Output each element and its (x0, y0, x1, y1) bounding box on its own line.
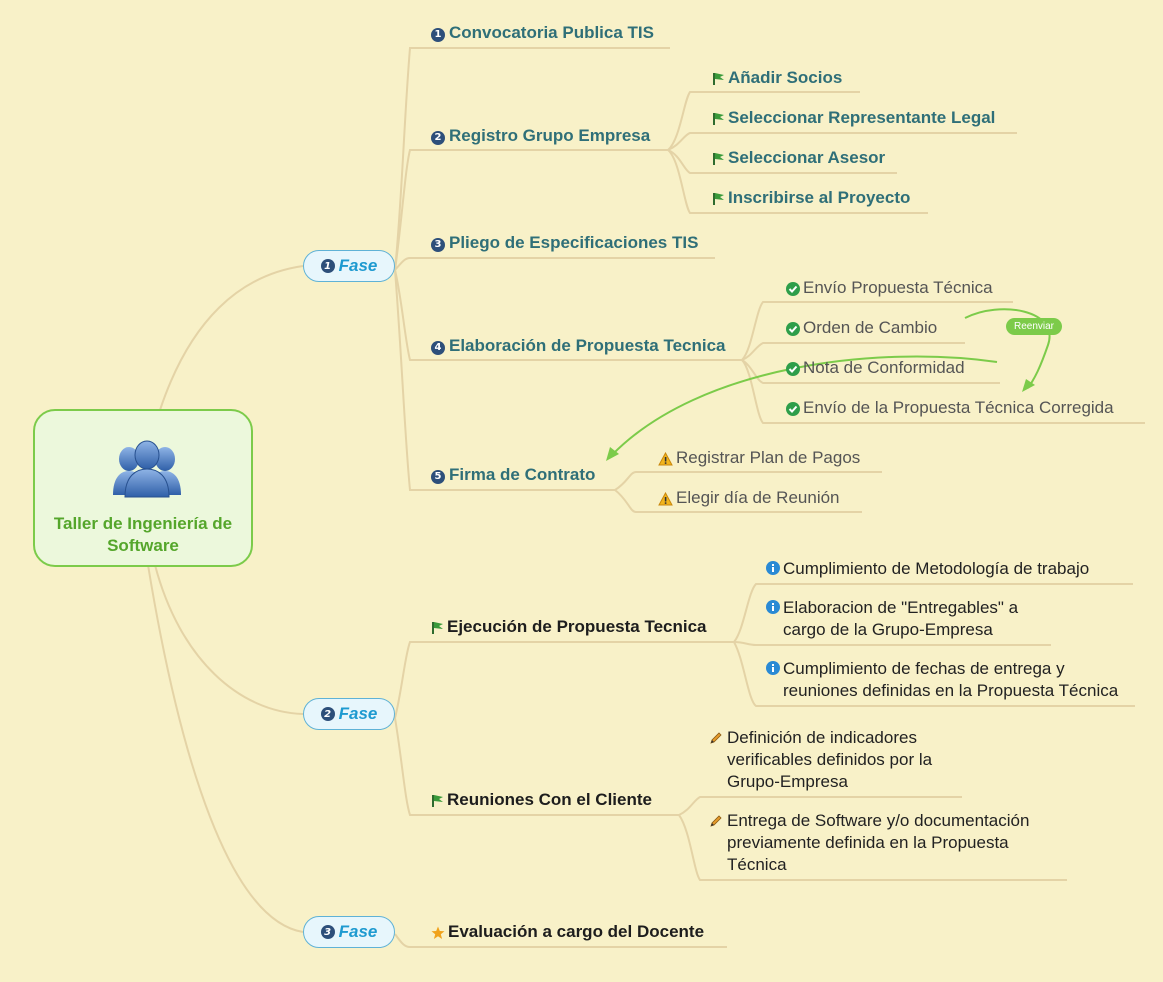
subtopic-label: Registrar Plan de Pagos (676, 448, 861, 467)
subtopic-label: Añadir Socios (728, 68, 843, 87)
topic-label: Pliego de Especificaciones TIS (449, 233, 699, 252)
topic-ejecucion-propuesta[interactable]: Ejecución de Propuesta Tecnica (431, 617, 707, 637)
number-2-icon: 2 (320, 707, 335, 721)
green-flag-icon (713, 72, 724, 85)
warning-icon (658, 491, 673, 506)
subtopic-plan-pagos[interactable]: Registrar Plan de Pagos (658, 448, 860, 468)
number-3-icon: 3 (431, 237, 445, 252)
green-flag-icon (432, 621, 443, 634)
number-1-icon: 1 (320, 259, 335, 273)
root-title: Taller de Ingeniería de Software (53, 514, 233, 555)
subtopic-metodologia[interactable]: Cumplimiento de Metodología de trabajo (766, 558, 1136, 580)
number-4-icon: 4 (431, 340, 445, 355)
subtopic-label: Entrega de Software y/o documentación pr… (727, 811, 1030, 874)
subtopic-label: Envío Propuesta Técnica (803, 278, 993, 297)
root-node[interactable]: Taller de Ingeniería de Software (33, 409, 253, 567)
number-2-icon: 2 (431, 130, 445, 145)
info-icon (766, 561, 780, 575)
topic-label: Reuniones Con el Cliente (447, 790, 652, 809)
relationship-label-reenviar[interactable]: Reenviar (1006, 318, 1062, 335)
green-flag-icon (713, 152, 724, 165)
check-circle-icon (786, 361, 800, 376)
info-icon (766, 600, 780, 614)
number-1-icon: 1 (431, 27, 445, 42)
subtopic-envio-propuesta[interactable]: Envío Propuesta Técnica (786, 278, 993, 298)
number-5-icon: 5 (431, 469, 445, 484)
topic-label: Elaboración de Propuesta Tecnica (449, 336, 726, 355)
subtopic-fechas-entrega[interactable]: Cumplimiento de fechas de entrega y reun… (766, 658, 1146, 702)
info-icon (766, 661, 780, 675)
subtopic-indicadores[interactable]: Definición de indicadores verificables d… (709, 727, 959, 793)
number-3-icon: 3 (320, 925, 335, 939)
subtopic-label: Envío de la Propuesta Técnica Corregida (803, 398, 1114, 417)
pencil-icon (710, 732, 722, 744)
subtopic-entregables[interactable]: Elaboracion de "Entregables" a cargo de … (766, 597, 1056, 641)
topic-label: Evaluación a cargo del Docente (448, 922, 705, 941)
topic-convocatoria[interactable]: 1 Convocatoria Publica TIS (431, 23, 654, 43)
subtopic-inscribirse[interactable]: Inscribirse al Proyecto (712, 188, 910, 208)
phase-3-node[interactable]: 3 Fase (303, 916, 395, 948)
star-icon (431, 926, 445, 939)
subtopic-label: Seleccionar Representante Legal (728, 108, 996, 127)
warning-icon (658, 451, 673, 466)
check-circle-icon (786, 281, 800, 296)
subtopic-representante-legal[interactable]: Seleccionar Representante Legal (712, 108, 995, 128)
subtopic-label: Inscribirse al Proyecto (728, 188, 911, 207)
phase-2-node[interactable]: 2 Fase (303, 698, 395, 730)
topic-reuniones-cliente[interactable]: Reuniones Con el Cliente (431, 790, 652, 810)
green-flag-icon (432, 794, 443, 807)
pencil-icon (710, 815, 722, 827)
subtopic-label: Cumplimiento de Metodología de trabajo (783, 559, 1090, 578)
topic-elaboracion-propuesta[interactable]: 4 Elaboración de Propuesta Tecnica (431, 336, 726, 356)
subtopic-label: Elegir día de Reunión (676, 488, 840, 507)
subtopic-label: Seleccionar Asesor (728, 148, 886, 167)
subtopic-orden-cambio[interactable]: Orden de Cambio (786, 318, 937, 338)
subtopic-entrega-software[interactable]: Entrega de Software y/o documentación pr… (709, 810, 1059, 876)
check-circle-icon (786, 321, 800, 336)
topic-label: Firma de Contrato (449, 465, 596, 484)
subtopic-nota-conformidad[interactable]: Nota de Conformidad (786, 358, 965, 378)
phase-label: Fase (338, 922, 378, 941)
topic-firma-contrato[interactable]: 5 Firma de Contrato (431, 465, 595, 485)
topic-pliego[interactable]: 3 Pliego de Especificaciones TIS (431, 233, 698, 253)
subtopic-label: Cumplimiento de fechas de entrega y reun… (783, 659, 1119, 700)
topic-label: Ejecución de Propuesta Tecnica (447, 617, 707, 636)
subtopic-label: Definición de indicadores verificables d… (727, 728, 933, 791)
topic-evaluacion-docente[interactable]: Evaluación a cargo del Docente (431, 922, 704, 942)
green-flag-icon (713, 112, 724, 125)
check-circle-icon (786, 401, 800, 416)
topic-registro-grupo-empresa[interactable]: 2 Registro Grupo Empresa (431, 126, 650, 146)
phase-label: Fase (338, 256, 378, 275)
topic-label: Convocatoria Publica TIS (449, 23, 654, 42)
user-group-icon (113, 440, 181, 498)
subtopic-anadir-socios[interactable]: Añadir Socios (712, 68, 842, 88)
subtopic-seleccionar-asesor[interactable]: Seleccionar Asesor (712, 148, 885, 168)
topic-label: Registro Grupo Empresa (449, 126, 651, 145)
green-flag-icon (713, 192, 724, 205)
phase-1-node[interactable]: 1 Fase (303, 250, 395, 282)
subtopic-label: Nota de Conformidad (803, 358, 965, 377)
subtopic-dia-reunion[interactable]: Elegir día de Reunión (658, 488, 840, 508)
subtopic-envio-corregida[interactable]: Envío de la Propuesta Técnica Corregida (786, 398, 1114, 418)
subtopic-label: Orden de Cambio (803, 318, 938, 337)
subtopic-label: Elaboracion de "Entregables" a cargo de … (783, 598, 1019, 639)
phase-label: Fase (338, 704, 378, 723)
